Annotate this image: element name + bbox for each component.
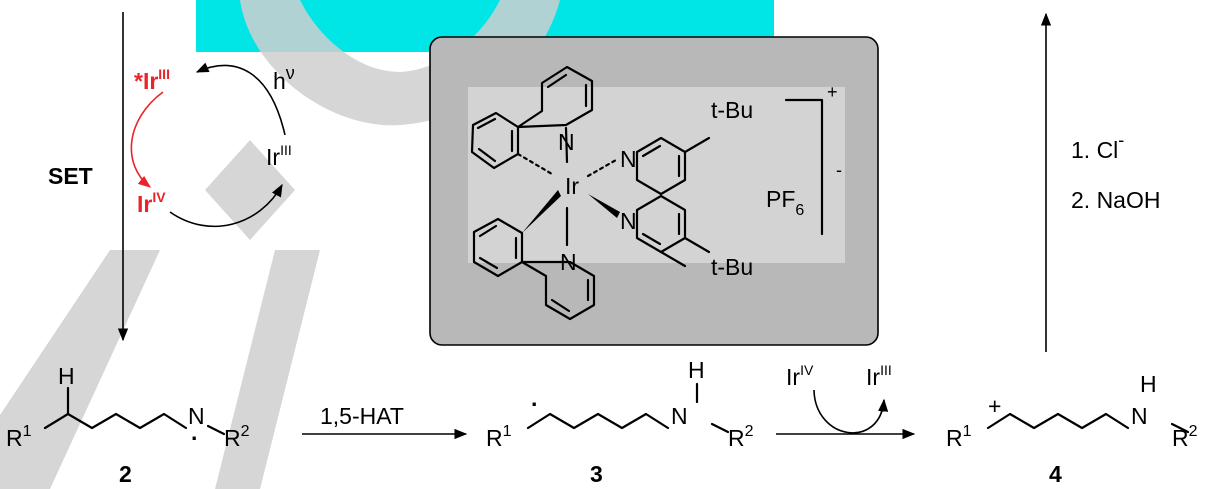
complex-n-top: N — [558, 129, 575, 155]
complex-n-bipy1: N — [620, 146, 637, 172]
compound-4-h: H — [1140, 371, 1157, 397]
light-label: hν — [273, 63, 295, 94]
oxidation-curve — [813, 389, 889, 434]
compound-4-n: N — [1131, 403, 1148, 429]
compound-2-dot: · — [191, 425, 199, 451]
compound-3-r1: R1 — [486, 423, 512, 451]
hat-label: 1,5-HAT — [320, 403, 404, 429]
compound-4-number: 4 — [1049, 461, 1062, 487]
ir-complex-structure — [470, 65, 824, 321]
compound-3-structure — [526, 382, 730, 434]
counterion-label: PF6 — [766, 186, 804, 219]
complex-n-bipy2: N — [620, 208, 637, 234]
complex-panel — [429, 36, 879, 346]
compound-4-structure — [986, 412, 1190, 434]
ir-iv-label: IrIV — [137, 189, 166, 217]
compound-3-n: N — [671, 403, 688, 429]
compound-2-number: 2 — [119, 461, 132, 487]
condition-step2: 2. NaOH — [1071, 187, 1160, 213]
compound-2-structure — [43, 386, 226, 436]
cycle-arrow-light — [195, 62, 286, 136]
excited-ir-label: *IrIII — [134, 66, 170, 94]
ir-iii-out-label: IrIII — [866, 362, 892, 390]
complex-metal: Ir — [565, 173, 579, 199]
compound-3-dot: · — [531, 391, 539, 417]
complex-charge: + — [827, 82, 838, 102]
tbu-bottom-label: t-Bu — [711, 254, 753, 280]
cycle-arrow-return — [169, 183, 283, 228]
compound-4-r2: R2 — [1172, 423, 1198, 451]
compound-4-plus: + — [988, 393, 1001, 419]
compound-2-h: H — [58, 363, 75, 389]
cycle-arrow-red — [130, 91, 164, 188]
compound-3-number: 3 — [590, 461, 603, 487]
counterion-charge: - — [836, 160, 842, 180]
tbu-top-label: t-Bu — [711, 97, 753, 123]
compound-4-r1: R1 — [946, 423, 972, 451]
compound-3-h: H — [688, 357, 705, 383]
condition-step1: 1. Cl- — [1071, 130, 1124, 163]
compound-2-r1: R1 — [6, 423, 32, 451]
set-label: SET — [48, 163, 93, 189]
compound-2-n: N — [188, 403, 205, 429]
ir-iv-in-label: IrIV — [786, 362, 814, 390]
compound-3-r2: R2 — [728, 423, 754, 451]
complex-n-bottom: N — [560, 249, 577, 275]
ir-ground-label: IrIII — [266, 142, 292, 170]
compound-2-r2: R2 — [224, 423, 250, 451]
